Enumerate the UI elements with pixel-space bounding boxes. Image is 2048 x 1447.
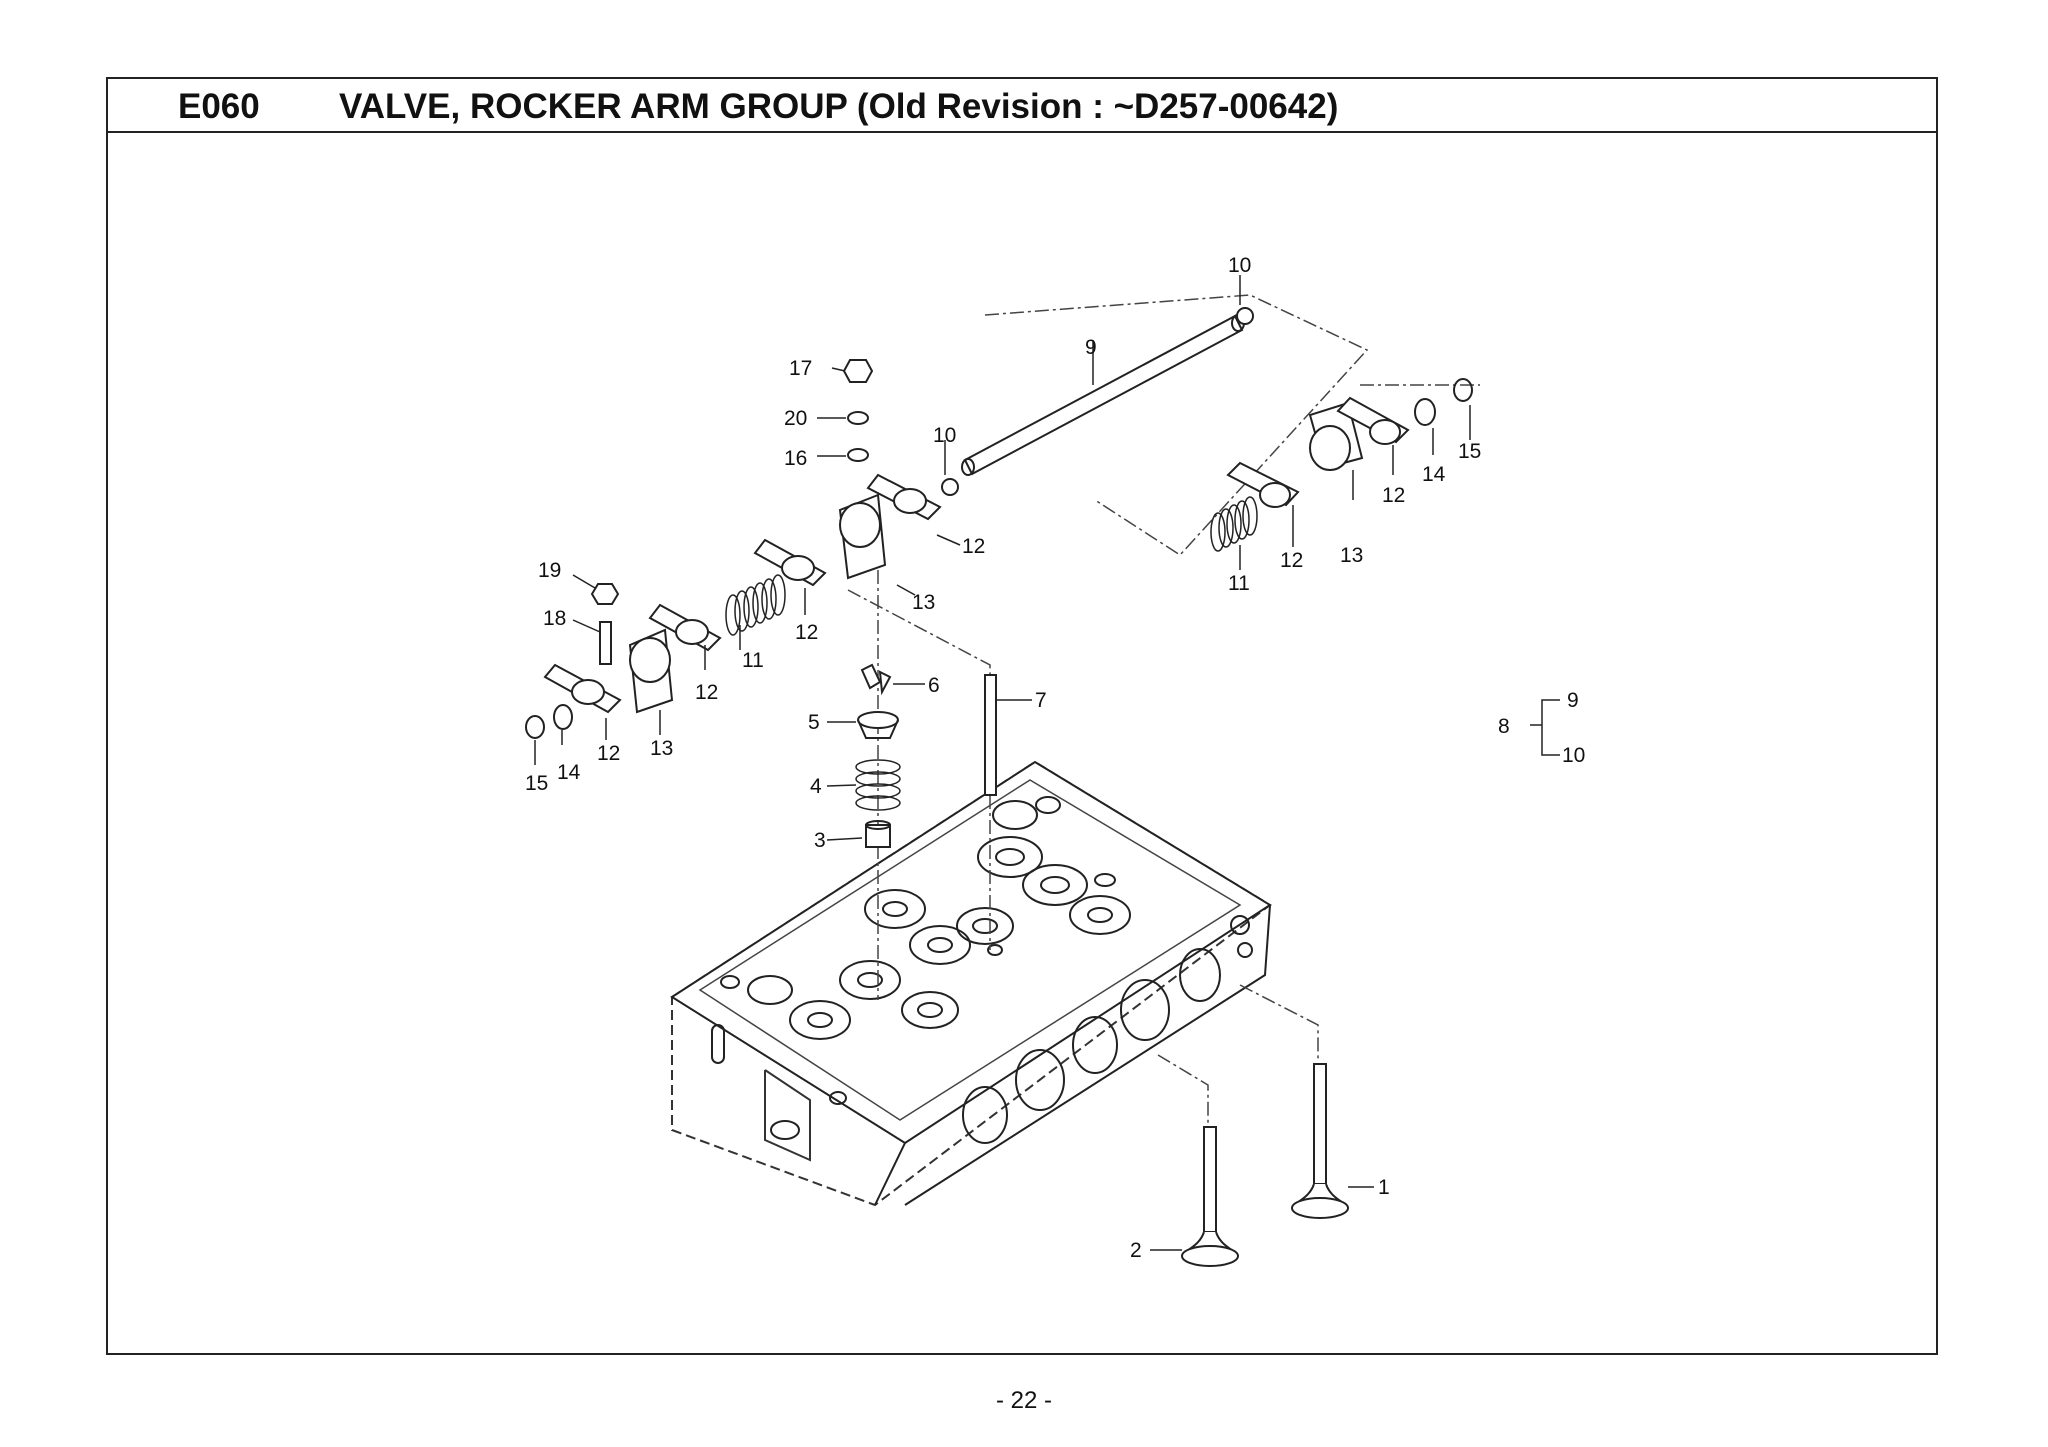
right-rocker-group [1210,378,1473,552]
callout-12-f: 12 [597,742,620,765]
callout-9: 9 [1085,336,1097,359]
callout-2: 2 [1130,1239,1142,1262]
callout-17: 17 [789,357,812,380]
callout-labels: 1 2 3 4 5 6 7 9 10 10 11 11 12 12 12 12 … [525,254,1585,1262]
callout-10-shaft-start: 10 [933,424,956,447]
callout-11-left: 11 [742,649,764,672]
callout-14-left: 14 [557,761,581,784]
page-number: - 22 - [995,1387,1052,1414]
valve-train [855,663,997,848]
callout-20: 20 [784,407,807,430]
callout-12-d: 12 [795,621,818,644]
callout-13-c: 13 [650,737,673,760]
callout-12-e: 12 [695,681,718,704]
left-rocker-group [525,359,942,739]
callout-16: 16 [784,447,807,470]
leader-lines [534,275,1560,1251]
diagram-frame: E060 VALVE, ROCKER ARM GROUP (Old Revisi… [106,77,1938,1355]
assembly-child-10: 10 [1562,744,1585,767]
callout-13-a: 13 [912,591,935,614]
callout-12-a: 12 [962,535,985,558]
assembly-child-9: 9 [1567,689,1579,712]
callout-3: 3 [814,829,826,852]
callout-10-shaft-end: 10 [1228,254,1251,277]
callout-13-b: 13 [1340,544,1363,567]
callout-1: 1 [1378,1176,1390,1199]
group-title: VALVE, ROCKER ARM GROUP (Old Revision : … [339,87,1339,126]
callout-19: 19 [538,559,561,582]
callout-4: 4 [810,775,822,798]
callout-5: 5 [808,711,820,734]
callout-15-left: 15 [525,772,548,795]
callout-6: 6 [928,674,940,697]
callout-7: 7 [1035,689,1047,712]
valves [1181,1063,1349,1267]
callout-18: 18 [543,607,566,630]
callout-11-right: 11 [1228,572,1250,595]
callout-14-right: 14 [1422,463,1446,486]
assembly-parent: 8 [1498,715,1510,738]
callout-12-c: 12 [1382,484,1405,507]
group-code: E060 [178,87,260,126]
header-bar: E060 VALVE, ROCKER ARM GROUP (Old Revisi… [108,79,1936,133]
callout-15-right: 15 [1458,440,1481,463]
callout-12-b: 12 [1280,549,1303,572]
rocker-shaft [941,307,1254,496]
cylinder-head [670,760,1272,1207]
